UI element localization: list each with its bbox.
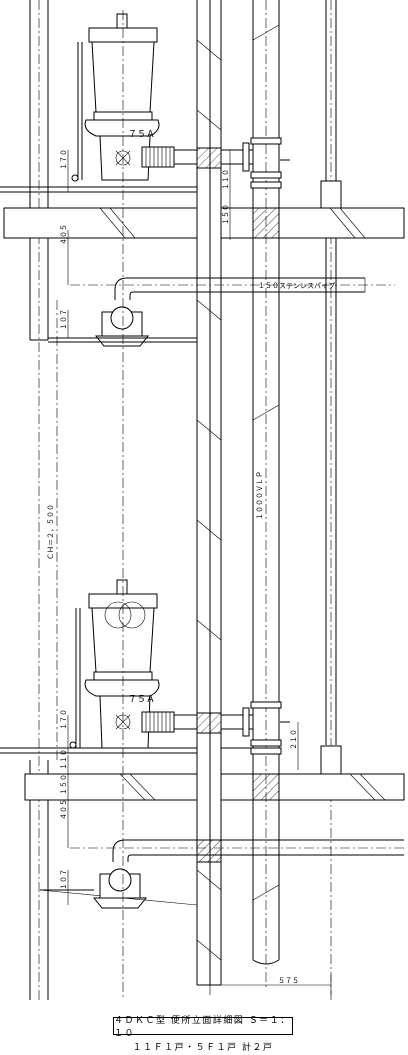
flex-joint-lower xyxy=(141,701,290,755)
vertical-pipe-label: １０００ＶＬＰ xyxy=(256,471,264,520)
flex-joint-upper xyxy=(141,137,290,189)
horizontal-pipe-label: １５０ステンレスパイプ xyxy=(258,282,335,290)
dim-170-lower: １７０ xyxy=(60,709,68,730)
dim-107-lower: １０７ xyxy=(60,869,68,890)
floor-slab-lower xyxy=(0,747,405,801)
dim-150-upper: １５０ xyxy=(222,204,230,225)
horizontal-pipe-lower xyxy=(70,839,404,863)
dim-405-lower: ４０５ xyxy=(60,799,68,820)
floor-slab-upper xyxy=(0,186,405,239)
drawing-subtitle: １１Ｆ１戸・５Ｆ１戸 計２戸 xyxy=(132,1043,274,1053)
fitting-label-upper: ７５Ａ xyxy=(128,130,155,140)
dim-575: ５７５ xyxy=(278,977,299,985)
trap-lower xyxy=(40,868,148,909)
dim-170-upper: １７０ xyxy=(60,149,68,170)
ceiling-height-label: ＣＨ＝２，５００ xyxy=(47,504,55,560)
drawing-title: ４ＤＫＣ型 便所立面詳細図 Ｓ＝１：１０ xyxy=(113,1016,293,1039)
left-wall-column xyxy=(29,0,49,1000)
dim-107-upper: １０７ xyxy=(60,309,68,330)
dim-150-lower: １５０ xyxy=(60,774,68,795)
horizontal-pipe-upper xyxy=(70,277,395,300)
shaft-wall-right xyxy=(320,0,342,1000)
toilet-lower xyxy=(69,579,160,749)
dim-110-lower: １１０ xyxy=(60,749,68,770)
dimension-lines xyxy=(67,150,332,995)
dim-110-upper: １１０ xyxy=(222,169,230,190)
trap-upper xyxy=(94,306,150,347)
dim-210: ２１０ xyxy=(290,729,298,750)
dim-405-upper: ４０５ xyxy=(60,224,68,245)
toilet-upper xyxy=(71,13,160,182)
fitting-label-lower: ７５Ａ xyxy=(128,695,155,705)
